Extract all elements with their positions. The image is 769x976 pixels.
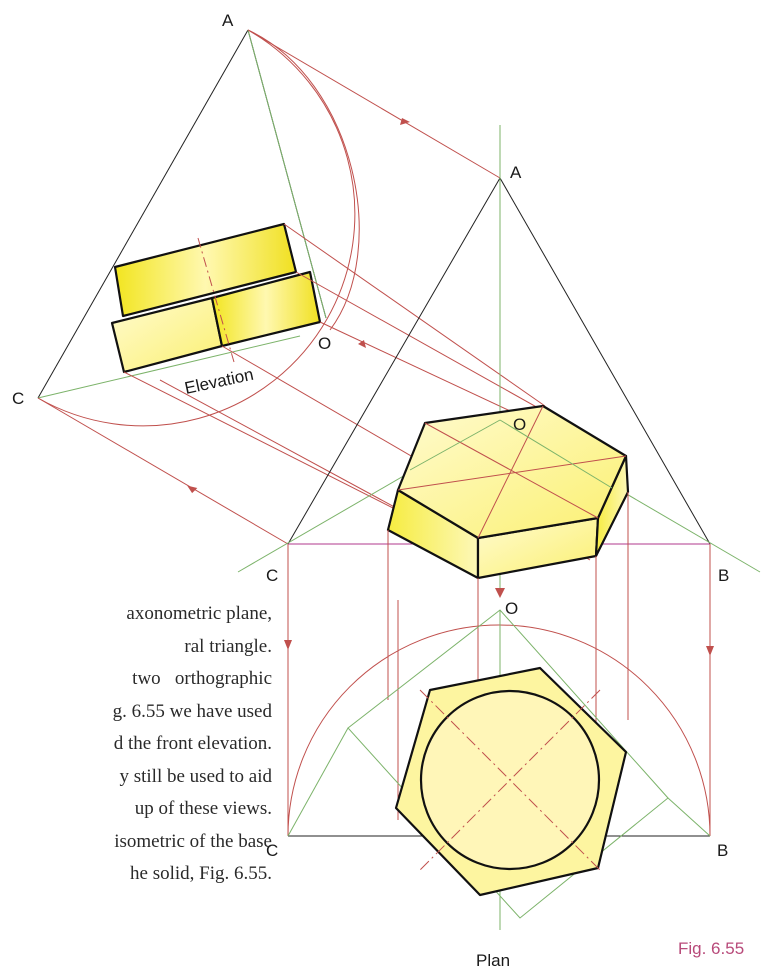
- body-text: axonometric plane, ral triangle. two ort…: [0, 598, 272, 891]
- iso-hex-prism: [386, 404, 630, 580]
- label-elevation-C: C: [12, 389, 24, 408]
- label-iso-A: A: [510, 163, 522, 182]
- iso-hex-green-construction: [409, 419, 613, 489]
- arrowhead-left: [187, 485, 198, 494]
- arrowhead-mid: [358, 340, 366, 348]
- label-elevation-title: Elevation: [183, 365, 255, 398]
- label-plan-B: B: [717, 841, 728, 860]
- label-iso-B: B: [718, 566, 729, 585]
- body-line: g. 6.55 we have used: [112, 700, 272, 722]
- arrowhead-plan-right: [706, 646, 714, 656]
- arrowhead-top: [400, 118, 410, 125]
- body-line: he solid, Fig. 6.55.: [130, 863, 272, 884]
- elevation-green-axis: [247, 29, 327, 319]
- label-plan-C: C: [266, 841, 278, 860]
- elevation-block: [110, 222, 322, 374]
- elevation-green-base: [37, 335, 301, 399]
- elevation-arc: [37, 29, 356, 427]
- plan-semicircle: [287, 624, 711, 837]
- iso-hex-construction: [397, 405, 627, 539]
- label-iso-C: C: [266, 566, 278, 585]
- label-elevation-O: O: [318, 334, 331, 353]
- body-line: isometric of the base: [114, 830, 272, 852]
- label-iso-O: O: [513, 415, 526, 434]
- plan-centerlines: [419, 689, 601, 871]
- body-line: up of these views.: [134, 798, 272, 819]
- body-line: d the front elevation.: [113, 733, 272, 754]
- body-line: two orthographic: [132, 668, 272, 689]
- body-line: y still be used to aid: [119, 765, 272, 787]
- elevation-arc-outer: [247, 29, 360, 331]
- label-plan-title: Plan: [476, 951, 510, 970]
- figure-caption: Fig. 6.55: [678, 939, 744, 958]
- label-plan-O: O: [505, 599, 518, 618]
- elevation-centerline: [197, 237, 235, 363]
- label-elevation-A: A: [222, 11, 234, 30]
- arrowhead-plan-center: [495, 588, 505, 598]
- arrowhead-plan-left: [284, 640, 292, 650]
- body-line: ral triangle.: [184, 635, 272, 657]
- body-line: axonometric plane,: [126, 603, 272, 624]
